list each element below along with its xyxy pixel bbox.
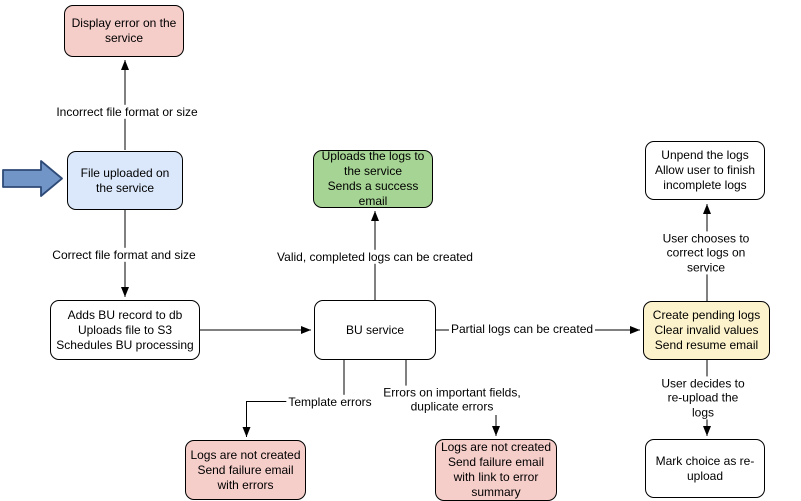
node-create-pending-logs: Create pending logs Clear invalid values… (643, 301, 770, 360)
node-uploads-logs-success: Uploads the logs to the service Sends a … (313, 149, 433, 208)
node-display-error: Display error on the service (64, 5, 184, 57)
edge-label-field-errors: Errors on important fields, duplicate er… (381, 385, 523, 415)
edge-label-partial-logs: Partial logs can be created (448, 321, 596, 337)
edge-label-user-reuploads: User decides to re-upload the logs (654, 376, 752, 420)
node-bu-service: BU service (314, 300, 436, 360)
entry-arrow-icon (2, 160, 63, 197)
node-logs-not-created-summary: Logs are not created Send failure email … (435, 439, 557, 501)
edge-label-correct-format: Correct file format and size (50, 247, 198, 263)
edge-label-incorrect-format: Incorrect file format or size (54, 104, 200, 120)
edge-label-user-corrects: User chooses to correct logs on service (658, 231, 754, 275)
edge-label-valid-logs: Valid, completed logs can be created (275, 249, 475, 265)
node-mark-choice-reupload: Mark choice as re-upload (645, 439, 765, 498)
node-adds-bu-record: Adds BU record to db Uploads file to S3 … (50, 300, 200, 360)
node-file-uploaded: File uploaded on the service (67, 151, 183, 210)
edge-label-template-errors: Template errors (286, 394, 374, 410)
node-logs-not-created-errors: Logs are not created Send failure email … (185, 440, 306, 500)
node-unpend-logs: Unpend the logs Allow user to finish inc… (645, 141, 765, 200)
